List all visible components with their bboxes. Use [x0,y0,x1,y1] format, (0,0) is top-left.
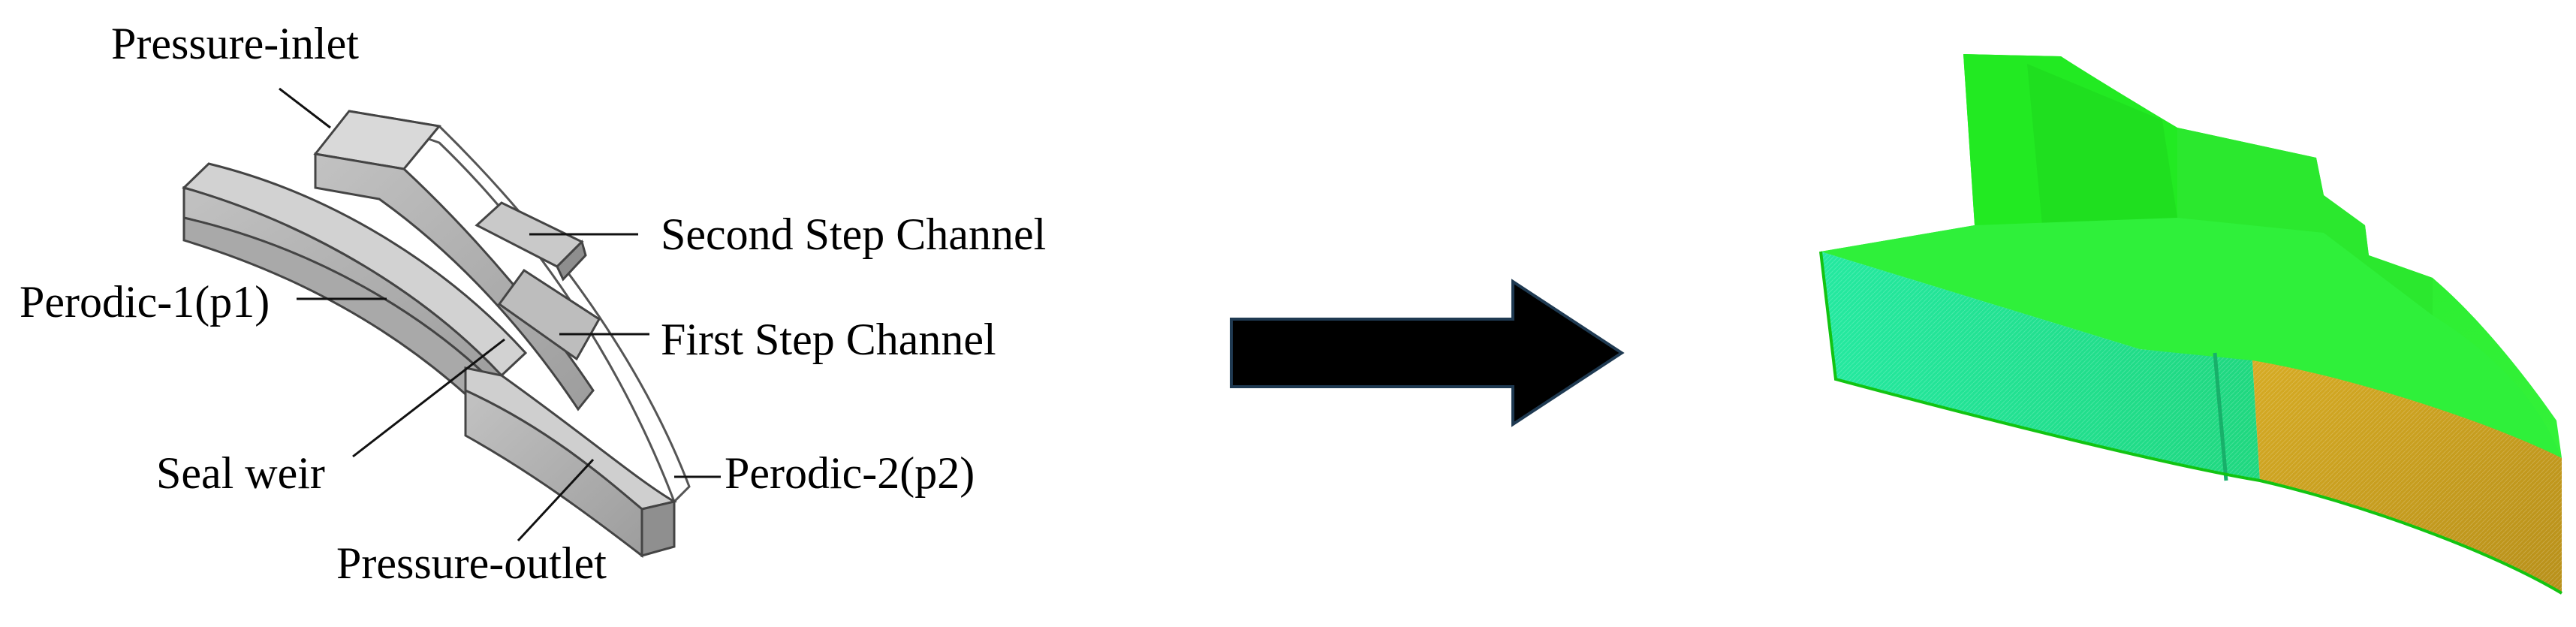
outlet-end-face [640,500,676,557]
label-first-step-channel: First Step Channel [661,315,996,364]
label-seal-weir: Seal weir [156,448,325,498]
leader-pressure-outlet [517,458,595,542]
mesh-teal-hatching [1821,252,2260,481]
label-perodic-1: Perodic-1(p1) [20,277,270,327]
mesh-gold-hatching [2252,360,2562,593]
mesh-upper-shading [2027,64,2177,225]
label-pressure-outlet: Pressure-outlet [336,538,607,588]
first-step-channel-shape [497,268,601,361]
leader-pressure-inlet [279,87,331,129]
inlet-block-front [314,152,595,411]
leader-seal-weir [352,338,505,458]
label-perodic-2: Perodic-2(p2) [725,448,975,498]
mesh-curved-top [1821,218,2562,458]
right-arrow-icon [1230,279,1625,427]
second-step-channel-side [556,240,587,282]
label-pressure-inlet: Pressure-inlet [111,19,359,68]
mesh-outline [1819,251,2563,595]
label-second-step-channel: Second Step Channel [661,210,1046,259]
mesh-seam-line [2213,352,2228,481]
seal-geometry-schematic: Pressure-inlet Second Step Channel First… [20,19,1046,588]
meshed-seal-model [1819,54,2563,595]
